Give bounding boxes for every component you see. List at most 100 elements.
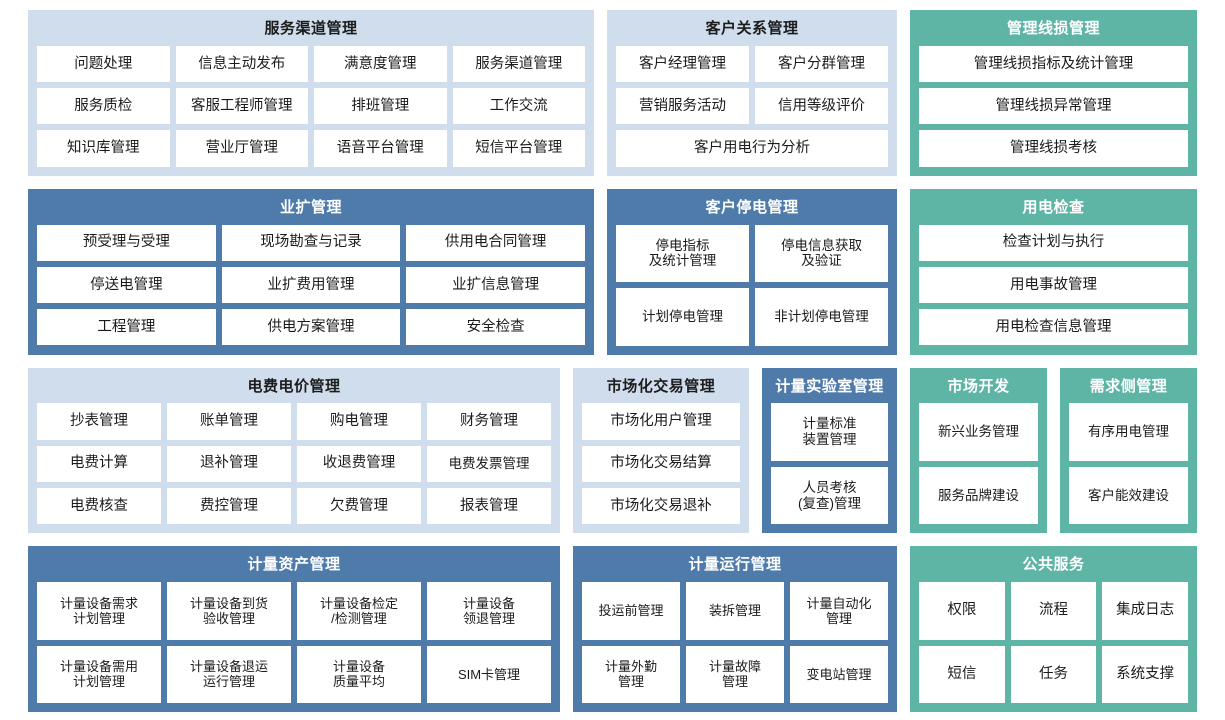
module-tile[interactable]: 人员考核 (复查)管理 [771,466,888,525]
panel-title: 服务渠道管理 [264,20,358,37]
module-tile[interactable]: 客户经理管理 [616,45,749,83]
module-tile[interactable]: 计量标准 装置管理 [771,403,888,461]
panel-item-grid: 有序用电管理 客户能效建设 [1069,403,1188,525]
module-tile[interactable]: 电费发票管理 [427,445,551,482]
panel-market-development: 市场开发 新兴业务管理 服务品牌建设 [910,367,1047,534]
module-tile[interactable]: 计量设备到货 验收管理 [167,582,291,640]
module-tile[interactable]: 用电事故管理 [919,266,1188,304]
module-tile[interactable]: 计量设备退运 运行管理 [167,645,291,703]
module-row-3-middle-group: 市场化交易管理 市场化用户管理 市场化交易结算 市场化交易退补 计量实验室管理 … [573,367,897,534]
panel-demand-side-management: 需求侧管理 有序用电管理 客户能效建设 [1060,367,1197,534]
module-row-4: 计量资产管理 计量设备需求 计划管理 计量设备到货 验收管理 计量设备检定 /检… [28,546,1197,712]
module-tile[interactable]: 费控管理 [167,487,291,525]
module-tile[interactable]: 管理线损指标及统计管理 [919,45,1188,83]
module-tile[interactable]: 计量设备需用 计划管理 [37,645,161,703]
module-row-1: 服务渠道管理 问题处理 信息主动发布 满意度管理 服务渠道管理 服务质检 客服工… [28,10,1197,176]
panel-management-line-loss: 管理线损管理 管理线损指标及统计管理 管理线损异常管理 管理线损考核 [910,10,1197,176]
module-tile[interactable]: 工程管理 [37,309,216,346]
module-tile[interactable]: 停电指标 及统计管理 [616,224,749,282]
panel-title: 客户关系管理 [705,20,799,37]
panel-electricity-usage-inspection: 用电检查 检查计划与执行 用电事故管理 用电检查信息管理 [910,188,1197,355]
panel-item-grid: 客户经理管理 客户分群管理 营销服务活动 信用等级评价 客户用电行为分析 [616,45,888,167]
module-tile[interactable]: 任务 [1010,645,1097,703]
module-tile[interactable]: 账单管理 [167,403,291,440]
module-tile[interactable]: 短信平台管理 [452,130,585,167]
module-tile[interactable]: 供电方案管理 [221,309,401,346]
module-tile[interactable]: 营销服务活动 [616,88,749,125]
module-tile[interactable]: 服务质检 [37,88,170,125]
module-tile[interactable]: 计量设备 质量平均 [297,645,421,703]
module-tile[interactable]: 管理线损异常管理 [919,88,1188,125]
module-tile[interactable]: 装拆管理 [686,582,784,640]
module-tile[interactable]: 系统支撑 [1102,645,1188,703]
module-tile[interactable]: 退补管理 [167,445,291,482]
panel-item-grid: 停电指标 及统计管理 停电信息获取 及验证 计划停电管理 非计划停电管理 [616,224,888,346]
module-tile[interactable]: 服务渠道管理 [452,45,585,83]
module-tile[interactable]: 客服工程师管理 [175,88,308,125]
module-tile[interactable]: 服务品牌建设 [919,466,1038,525]
module-tile[interactable]: 计量外勤 管理 [582,645,680,703]
module-row-3: 电费电价管理 抄表管理 账单管理 购电管理 财务管理 电费计算 退补管理 收退费… [28,367,1197,534]
module-tile[interactable]: 计量设备需求 计划管理 [37,582,161,640]
module-tile[interactable]: 市场化交易结算 [582,445,740,482]
panel-item-grid: 权限 流程 集成日志 短信 任务 系统支撑 [919,582,1188,703]
panel-customer-relationship-management: 客户关系管理 客户经理管理 客户分群管理 营销服务活动 信用等级评价 客户用电行… [607,10,897,176]
module-tile[interactable]: 预受理与受理 [37,224,216,261]
module-tile[interactable]: 市场化交易退补 [582,487,740,525]
panel-title: 市场开发 [947,377,1010,395]
module-tile[interactable]: 计划停电管理 [616,288,749,346]
module-tile[interactable]: 计量设备 领退管理 [427,582,551,640]
module-tile[interactable]: 用电检查信息管理 [919,309,1188,346]
panel-title: 计量资产管理 [247,556,341,574]
module-tile[interactable]: 计量故障 管理 [686,645,784,703]
module-tile[interactable]: 停电信息获取 及验证 [755,224,888,282]
module-tile[interactable]: 业扩费用管理 [221,266,401,304]
module-tile[interactable]: 排班管理 [314,88,447,125]
module-tile[interactable]: 信息主动发布 [175,45,308,83]
module-tile[interactable]: 计量设备检定 /检测管理 [297,582,421,640]
module-tile[interactable]: 客户用电行为分析 [616,130,888,167]
module-tile[interactable]: 报表管理 [427,487,551,525]
module-tile[interactable]: 满意度管理 [314,45,447,83]
panel-title: 业扩管理 [279,198,342,216]
panel-public-services: 公共服务 权限 流程 集成日志 短信 任务 系统支撑 [910,546,1197,712]
module-tile[interactable]: 新兴业务管理 [919,403,1038,461]
module-tile[interactable]: 计量自动化 管理 [790,582,888,640]
panel-item-grid: 管理线损指标及统计管理 管理线损异常管理 管理线损考核 [919,45,1188,167]
module-tile[interactable]: 供用电合同管理 [406,224,585,261]
module-tile[interactable]: 市场化用户管理 [582,403,740,440]
module-tile[interactable]: 流程 [1010,582,1097,640]
module-tile[interactable]: 业扩信息管理 [406,266,585,304]
module-tile[interactable]: 营业厅管理 [175,130,308,167]
module-tile[interactable]: 购电管理 [297,403,421,440]
panel-market-transaction-management: 市场化交易管理 市场化用户管理 市场化交易结算 市场化交易退补 [573,367,749,534]
module-tile[interactable]: 停送电管理 [37,266,216,304]
module-tile[interactable]: 集成日志 [1102,582,1188,640]
module-tile[interactable]: 问题处理 [37,45,170,83]
panel-item-grid: 问题处理 信息主动发布 满意度管理 服务渠道管理 服务质检 客服工程师管理 排班… [37,45,585,167]
module-tile[interactable]: 客户分群管理 [755,45,888,83]
module-tile[interactable]: 有序用电管理 [1069,403,1188,461]
module-tile[interactable]: 电费核查 [37,487,161,525]
module-tile[interactable]: 语音平台管理 [314,130,447,167]
module-tile[interactable]: 财务管理 [427,403,551,440]
module-tile[interactable]: 工作交流 [452,88,585,125]
module-tile[interactable]: 管理线损考核 [919,130,1188,167]
module-tile[interactable]: 权限 [919,582,1005,640]
module-tile[interactable]: 检查计划与执行 [919,224,1188,261]
module-tile[interactable]: 收退费管理 [297,445,421,482]
module-tile[interactable]: 变电站管理 [790,645,888,703]
module-tile[interactable]: 非计划停电管理 [755,288,888,346]
module-tile[interactable]: 信用等级评价 [755,88,888,125]
module-tile[interactable]: 电费计算 [37,445,161,482]
module-tile[interactable]: 投运前管理 [582,582,680,640]
module-tile[interactable]: 现场勘查与记录 [221,224,401,261]
module-tile[interactable]: 客户能效建设 [1069,466,1188,525]
module-tile[interactable]: SIM卡管理 [427,645,551,703]
module-tile[interactable]: 抄表管理 [37,403,161,440]
module-tile[interactable]: 短信 [919,645,1005,703]
module-tile[interactable]: 欠费管理 [297,487,421,525]
module-tile[interactable]: 安全检查 [406,309,585,346]
panel-item-grid: 市场化用户管理 市场化交易结算 市场化交易退补 [582,403,740,525]
module-tile[interactable]: 知识库管理 [37,130,170,167]
